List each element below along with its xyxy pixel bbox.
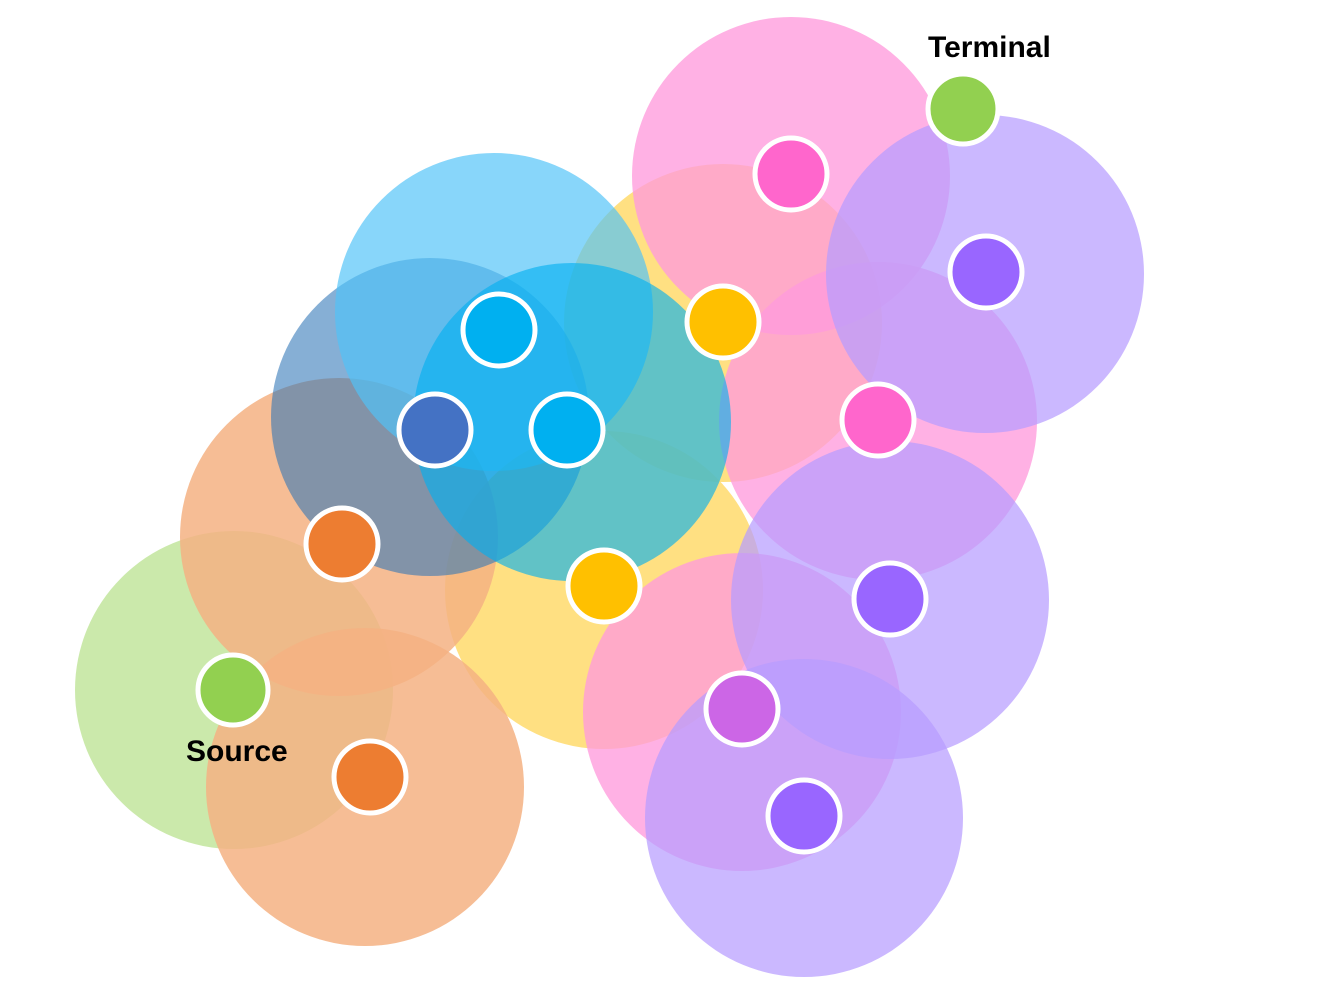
source-node[interactable] — [195, 652, 271, 728]
pink-node[interactable] — [839, 381, 917, 459]
blue-node[interactable] — [396, 391, 474, 469]
pink-node[interactable] — [752, 135, 830, 213]
source-label: Source — [186, 735, 288, 768]
purple-node[interactable] — [947, 233, 1025, 311]
orange-node[interactable] — [331, 738, 409, 816]
cyan-node[interactable] — [528, 391, 606, 469]
nodes — [195, 71, 1025, 855]
orange-node[interactable] — [303, 505, 381, 583]
terminal-label: Terminal — [928, 31, 1051, 64]
yellow-node[interactable] — [565, 547, 643, 625]
cyan-node[interactable] — [460, 291, 538, 369]
coverage-zones — [75, 17, 1144, 977]
purple-node[interactable] — [851, 560, 929, 638]
yellow-node[interactable] — [684, 283, 762, 361]
purple-node[interactable] — [765, 777, 843, 855]
magenta-node[interactable] — [703, 670, 781, 748]
labels: Terminal Source — [186, 31, 1051, 768]
terminal-node[interactable] — [925, 71, 1001, 147]
